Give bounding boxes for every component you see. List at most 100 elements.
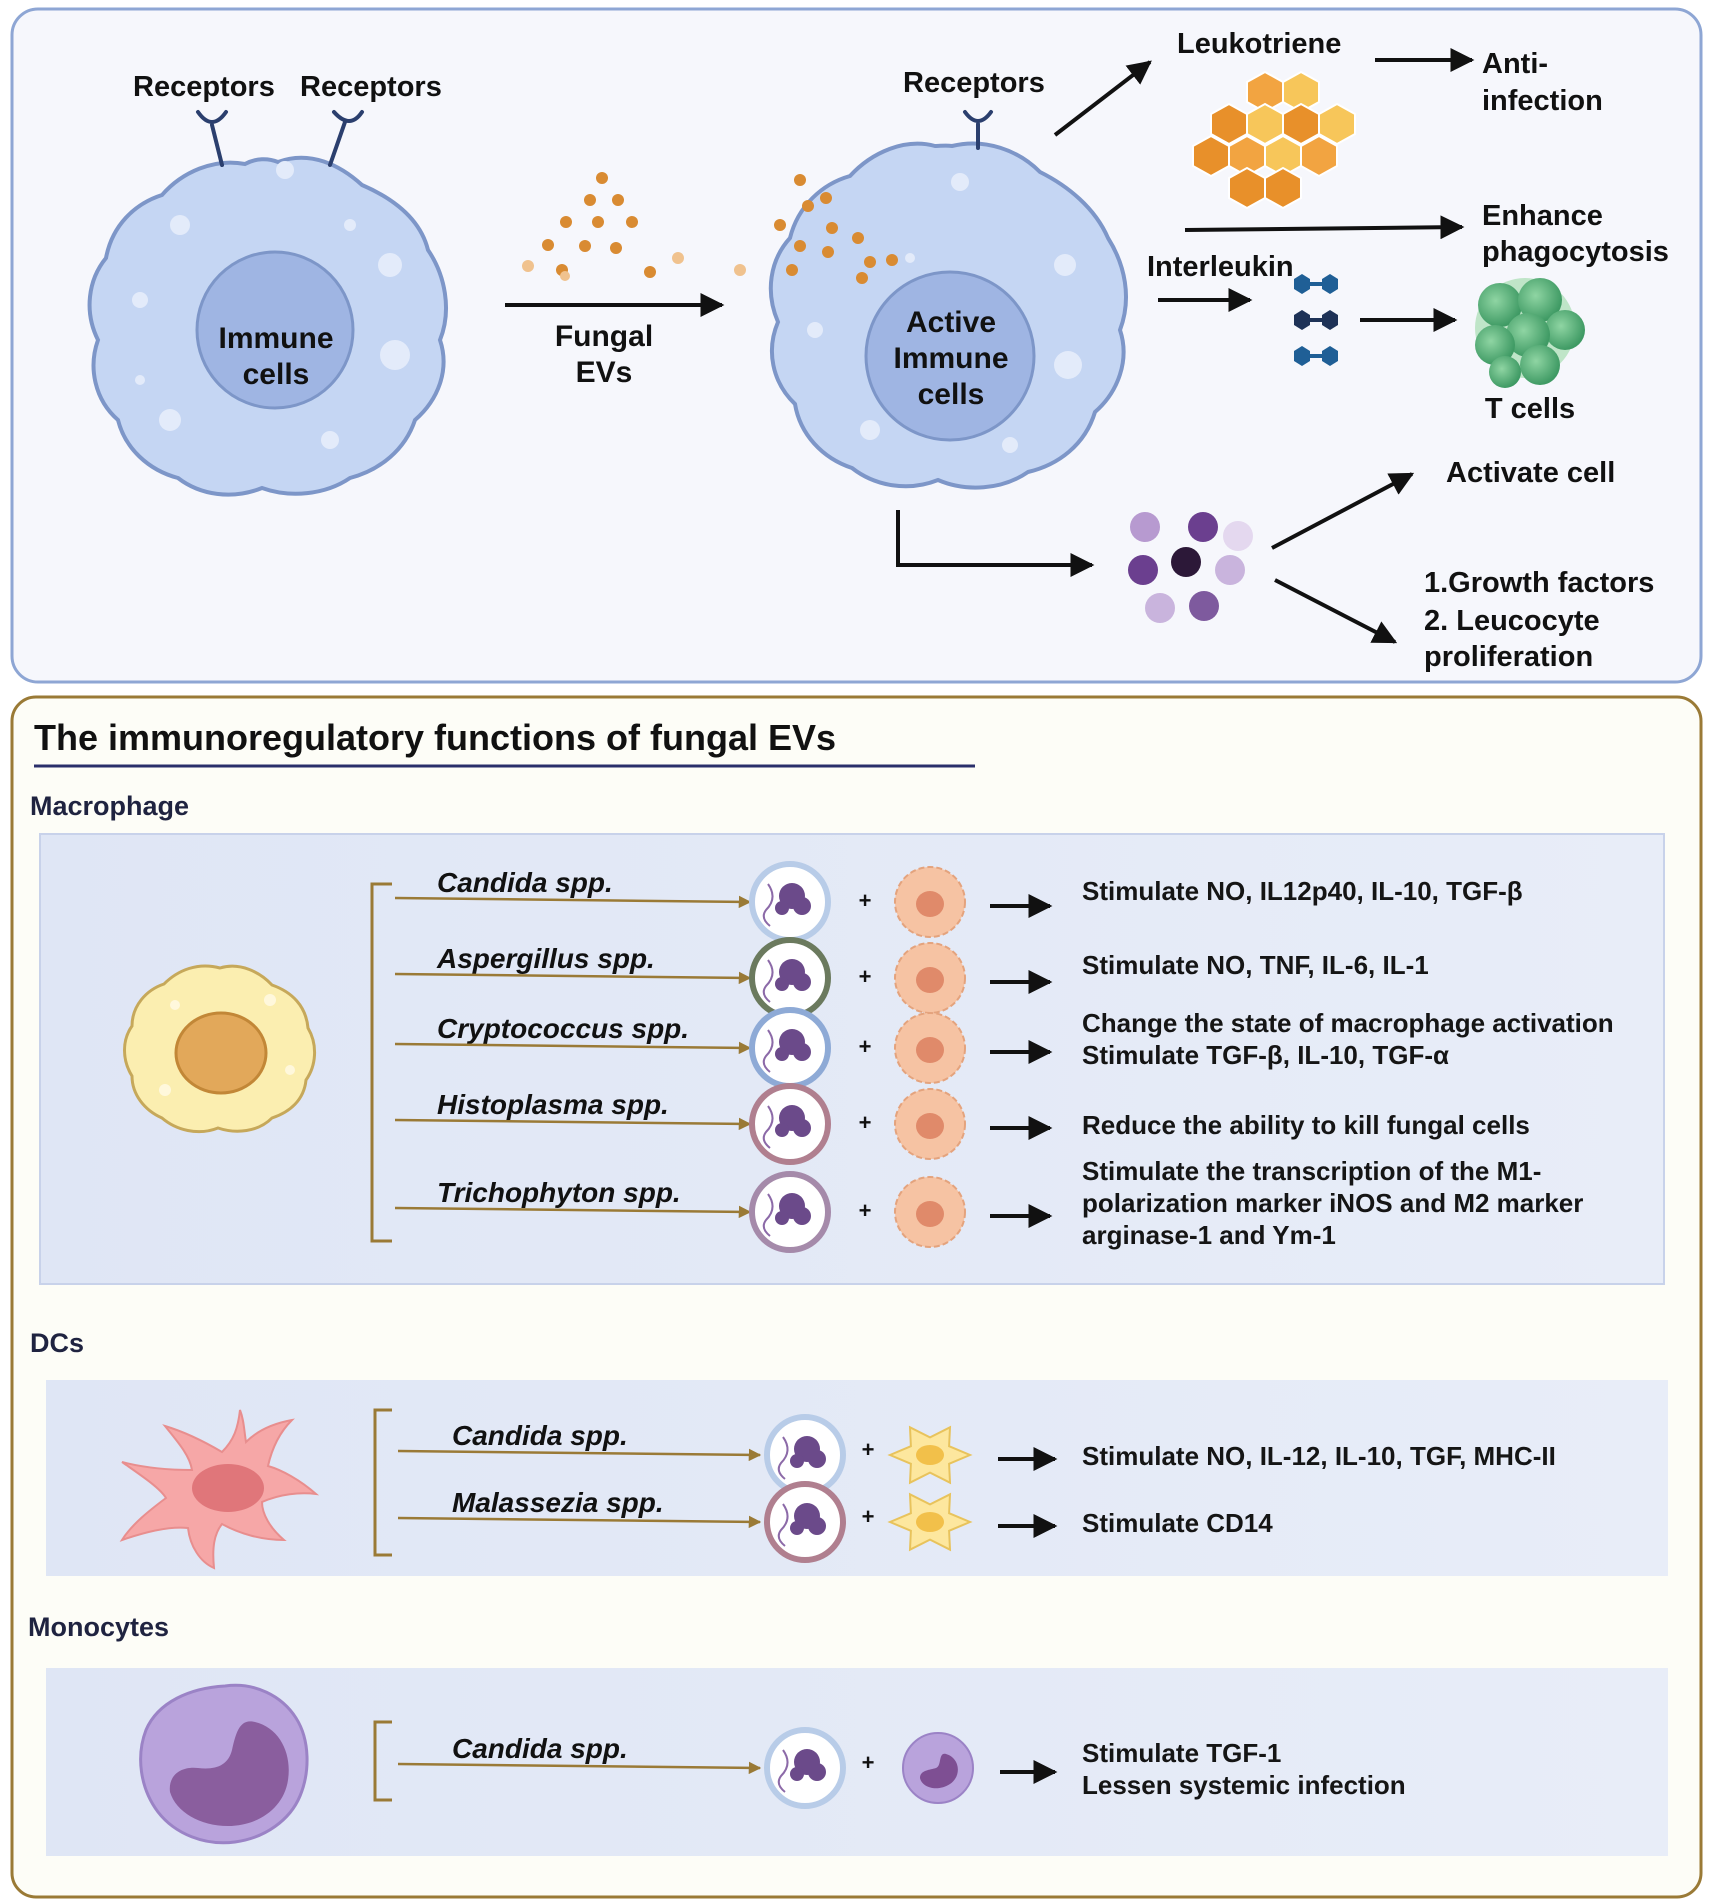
fungal-ev-vesicle-icon: [764, 1414, 846, 1496]
dcs-bracket: [373, 1408, 392, 1557]
macrophage-target-cell-icon: [894, 942, 966, 1014]
receptor-icon: [328, 110, 364, 167]
anti-infection-label-line-1: Anti-: [1482, 48, 1548, 80]
species-label: Candida spp.: [437, 867, 613, 898]
plus-sign: +: [859, 888, 872, 913]
fungal-ev-vesicle-icon: [749, 1007, 831, 1089]
species-pointer-arrow: [394, 971, 752, 985]
resting-cell-label-line-2: cells: [243, 358, 310, 391]
species-label: Cryptococcus spp.: [437, 1013, 689, 1044]
function-row: Trichophyton spp. + Stimulate the transcri…: [394, 1156, 1583, 1253]
species-label: Histoplasma spp.: [437, 1089, 669, 1120]
receptor-icon: [196, 110, 228, 167]
leukotriene-label: Leukotriene: [1177, 28, 1341, 60]
macrophage-target-cell-icon: [894, 866, 966, 938]
growth-label-line-2: 2. Leucocyte: [1424, 605, 1600, 637]
growth-label-line-1: 1.Growth factors: [1424, 567, 1654, 599]
fungal-evs-label-line-1: Fungal: [555, 320, 653, 353]
growth-factors-arrow: [1274, 578, 1398, 644]
phagocytosis-arrow: [1184, 215, 1465, 240]
fungal-evs-label-line-2: EVs: [576, 356, 633, 389]
active-cell-label-line-1: Active: [906, 306, 996, 339]
macrophage-target-cell-icon: [894, 1176, 966, 1248]
secretion-arrow: [896, 510, 1095, 577]
species-label: Aspergillus spp.: [436, 943, 655, 974]
species-label: Trichophyton spp.: [437, 1177, 681, 1208]
effect-text: polarization marker iNOS and M2 marker: [1082, 1188, 1583, 1218]
dc-target-cell-icon: [887, 1492, 973, 1552]
section-label-dcs: DCs: [30, 1328, 84, 1358]
macrophage-cell-icon: [123, 964, 316, 1134]
effect-text: Change the state of macrophage activatio…: [1082, 1008, 1614, 1038]
ev-particles-on-cell: [774, 174, 898, 284]
active-cell-nucleus: [864, 270, 1036, 442]
monocyte-target-cell-icon: [902, 1732, 974, 1804]
function-row: Cryptococcus spp. + Change the state of ma…: [394, 1007, 1614, 1089]
species-pointer-arrow: [397, 1448, 762, 1462]
species-label: Malassezia spp.: [452, 1487, 664, 1518]
species-label: Candida spp.: [452, 1420, 628, 1451]
fungal-ev-vesicle-icon: [764, 1481, 846, 1563]
species-pointer-arrow: [397, 1761, 762, 1775]
function-row: Malassezia spp.+Stimulate CD14: [397, 1481, 1273, 1563]
resting-cell-nucleus: [195, 250, 355, 410]
species-pointer-arrow: [394, 1205, 752, 1219]
macrophage-target-cell-icon: [894, 1088, 966, 1160]
effect-text: Stimulate NO, TNF, IL-6, IL-1: [1082, 950, 1429, 980]
function-row: Histoplasma spp. + Reduce the ability to k…: [394, 1083, 1530, 1165]
macrophage-bracket: [370, 882, 392, 1243]
fungal-ev-vesicle-icon: [749, 937, 831, 1019]
plus-sign: +: [862, 1504, 875, 1529]
fungal-ev-vesicle-icon: [749, 1083, 831, 1165]
activate-cell-arrow: [1271, 472, 1415, 550]
species-pointer-arrow: [394, 1117, 752, 1131]
resting-cell-label-line-1: Immune: [218, 322, 333, 355]
fungal-ev-vesicle-icon: [749, 1171, 831, 1253]
monocytes-band: [46, 1668, 1668, 1856]
effect-text: Stimulate NO, IL-12, IL-10, TGF, MHC-II: [1082, 1441, 1556, 1471]
dc-target-cell-icon: [887, 1425, 973, 1485]
fungal-ev-particles: [522, 172, 746, 281]
monocytes-bracket: [373, 1720, 392, 1802]
plus-sign: +: [862, 1750, 875, 1775]
interleukin-label: Interleukin: [1147, 251, 1294, 283]
interleukin-molecule-icon: [1294, 274, 1338, 366]
t-cells-label: T cells: [1485, 393, 1575, 425]
leukotriene-hexagons-icon: [1192, 70, 1356, 210]
activate-cell-label: Activate cell: [1446, 457, 1615, 489]
section-label-monocytes: Monocytes: [28, 1612, 169, 1642]
plus-sign: +: [859, 1034, 872, 1059]
effect-text: Stimulate TGF-1: [1082, 1738, 1281, 1768]
effect-text: Stimulate the transcription of the M1-: [1082, 1156, 1541, 1186]
plus-sign: +: [859, 1110, 872, 1135]
section-label-macrophage: Macrophage: [30, 791, 189, 821]
receptor-icon: [963, 110, 993, 150]
function-row: Aspergillus spp. + Stimulate NO, TNF, IL-6…: [394, 937, 1429, 1019]
function-row: Candida spp. + Stimulate NO, IL12p40, IL-1…: [394, 861, 1523, 943]
effect-text: arginase-1 and Ym-1: [1082, 1220, 1336, 1250]
effect-text: Reduce the ability to kill fungal cells: [1082, 1110, 1530, 1140]
species-pointer-arrow: [394, 1041, 752, 1055]
plus-sign: +: [862, 1437, 875, 1462]
resting-immune-cell: [87, 155, 448, 497]
active-immune-cell: [768, 141, 1128, 490]
active-cell-label-line-3: cells: [918, 378, 985, 411]
species-pointer-arrow: [397, 1515, 762, 1529]
monocyte-cell-icon: [139, 1683, 309, 1845]
enhance-phagocytosis-label-line-2: phagocytosis: [1482, 236, 1669, 268]
effect-text: Lessen systemic infection: [1082, 1770, 1406, 1800]
plus-sign: +: [859, 1198, 872, 1223]
dcs-band: [46, 1380, 1668, 1576]
leukotriene-arrow: [1053, 60, 1152, 137]
receptor-label: Receptors: [133, 71, 275, 103]
plus-sign: +: [859, 964, 872, 989]
t-cells-icon: [1475, 278, 1585, 388]
active-cell-label-line-2: Immune: [893, 342, 1008, 375]
secreted-factors-icon: [1128, 512, 1253, 623]
receptor-label: Receptors: [903, 67, 1045, 99]
dendritic-cell-icon: [119, 1409, 320, 1570]
receptor-label: Receptors: [300, 71, 442, 103]
effect-text: Stimulate NO, IL12p40, IL-10, TGF-β: [1082, 876, 1523, 906]
